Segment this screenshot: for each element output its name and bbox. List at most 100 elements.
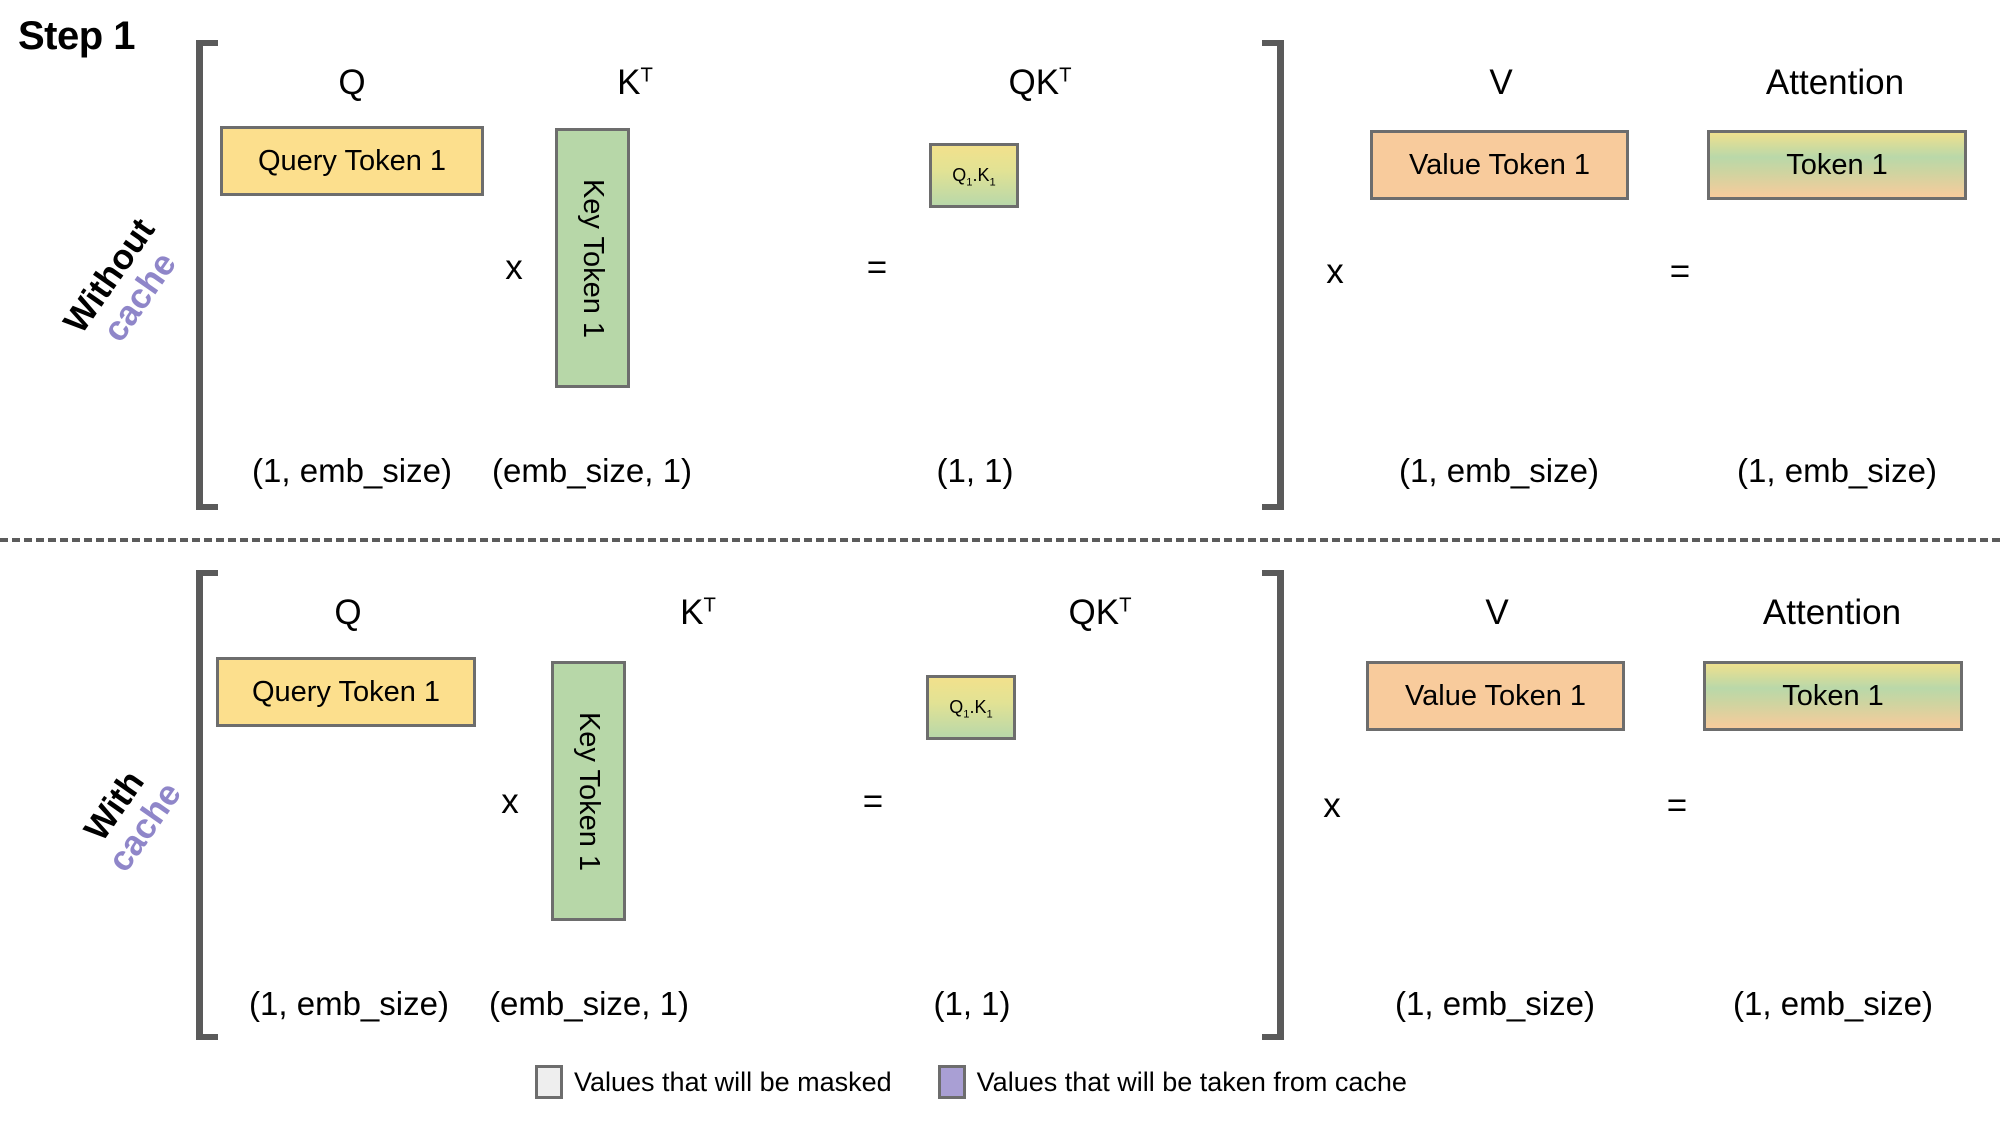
box-attention-token-label: Token 1 [1786, 148, 1888, 181]
bracket-left-row2 [196, 570, 218, 1040]
box-qk-row1[interactable]: Q1.K1 [929, 143, 1019, 208]
col-header-q-row1: Q [220, 63, 484, 103]
box-value-token-row2[interactable]: Value Token 1 [1366, 661, 1625, 731]
dim-q-row2: (1, emb_size) [212, 985, 486, 1023]
qk-sub2: 1 [989, 176, 996, 189]
col-header-kt-sup: T [640, 64, 653, 87]
row-label-without-cache: Without cache [40, 188, 209, 386]
dim-kt-text-2: (emb_size, 1) [489, 985, 689, 1022]
dim-q-text: (1, emb_size) [252, 452, 452, 489]
dim-attention-text: (1, emb_size) [1737, 452, 1937, 489]
box-attention-token-row2[interactable]: Token 1 [1703, 661, 1963, 731]
box-value-token-label-2: Value Token 1 [1404, 679, 1587, 712]
col-header-qkt-row2: QKT [1020, 593, 1180, 633]
page-title: Step 1 [18, 14, 136, 58]
qk-dot-2: . [969, 697, 975, 717]
qk-base2: K [977, 165, 990, 185]
col-header-v-row2: V [1366, 593, 1628, 633]
col-header-v-text-2: V [1485, 593, 1509, 632]
operator-equals-1-text-2: = [862, 782, 884, 821]
box-query-token-label: Query Token 1 [257, 144, 447, 177]
col-header-q-text-2: Q [334, 593, 362, 632]
bracket-left-row1 [196, 40, 218, 510]
dim-qkt-text-2: (1, 1) [933, 985, 1011, 1022]
operator-equals-2-row2: = [1652, 786, 1702, 826]
dim-v-row2: (1, emb_size) [1358, 985, 1632, 1023]
col-header-kt-row1: KT [565, 63, 705, 103]
legend-label-masked: Values that will be masked [574, 1066, 892, 1097]
box-value-token-label: Value Token 1 [1408, 148, 1591, 181]
qk-sub1: 1 [966, 176, 973, 189]
dim-attention-row2: (1, emb_size) [1696, 985, 1970, 1023]
box-query-token-row2[interactable]: Query Token 1 [216, 657, 476, 727]
operator-multiply-1-text-2: x [501, 782, 519, 821]
bracket-right-row1-outer [1262, 40, 1284, 510]
col-header-q-row2: Q [216, 593, 480, 633]
operator-equals-1-row2: = [848, 782, 898, 822]
legend-swatch-masked [535, 1065, 563, 1099]
operator-equals-2-row1: = [1655, 252, 1705, 292]
col-header-qkt-text: QK [1008, 63, 1060, 102]
col-header-qkt-text-2: QK [1068, 593, 1120, 632]
box-qk-label-2: Q1.K1 [949, 697, 993, 721]
operator-equals-2-text-2: = [1666, 786, 1688, 825]
box-attention-token-label-2: Token 1 [1782, 679, 1884, 712]
qk-sub2-2: 1 [986, 708, 993, 721]
dim-attention-text-2: (1, emb_size) [1733, 985, 1933, 1022]
box-value-token-row1[interactable]: Value Token 1 [1370, 130, 1629, 200]
col-header-kt-row2: KT [628, 593, 768, 633]
qk-base1: Q [952, 165, 967, 185]
qk-base2-2: K [974, 697, 987, 717]
operator-multiply-2-text: x [1326, 252, 1344, 291]
col-header-qkt-sup-2: T [1119, 594, 1132, 617]
box-key-token-label: Key Token 1 [577, 178, 610, 338]
operator-multiply-1-row1: x [489, 248, 539, 288]
dim-qkt-row2: (1, 1) [907, 985, 1037, 1023]
bracket-right-row2 [1262, 570, 1284, 1040]
legend-item-cache: Values that will be taken from cache [937, 1065, 1407, 1099]
dim-v-text: (1, emb_size) [1399, 452, 1599, 489]
dim-kt-row2: (emb_size, 1) [452, 985, 726, 1023]
dim-q-text-2: (1, emb_size) [249, 985, 449, 1022]
col-header-qkt-row1: QKT [960, 63, 1120, 103]
section-divider [0, 538, 2000, 542]
dim-qkt-row1: (1, 1) [910, 452, 1040, 490]
box-key-token-label-2: Key Token 1 [573, 711, 606, 871]
row-label-with-cache: With cache [48, 722, 211, 912]
dim-kt-text: (emb_size, 1) [492, 452, 692, 489]
box-key-token-row1[interactable]: Key Token 1 [555, 128, 630, 388]
col-header-kt-text-2: K [680, 593, 704, 632]
operator-multiply-1-text: x [505, 248, 523, 287]
qk-base1-2: Q [949, 697, 964, 717]
legend-item-masked: Values that will be masked [535, 1065, 892, 1099]
col-header-attention-row1: Attention [1700, 63, 1970, 103]
col-header-qkt-sup: T [1059, 64, 1072, 87]
operator-multiply-2-row1: x [1310, 252, 1360, 292]
dim-v-row1: (1, emb_size) [1362, 452, 1636, 490]
dim-qkt-text: (1, 1) [936, 452, 1014, 489]
legend-swatch-cache [937, 1065, 966, 1099]
dim-v-text-2: (1, emb_size) [1395, 985, 1595, 1022]
qk-dot: . [972, 165, 978, 185]
col-header-attention-text: Attention [1765, 63, 1905, 102]
dim-attention-row1: (1, emb_size) [1700, 452, 1974, 490]
box-attention-token-row1[interactable]: Token 1 [1707, 130, 1967, 200]
box-qk-row2[interactable]: Q1.K1 [926, 675, 1016, 740]
operator-equals-2-text: = [1669, 252, 1691, 291]
operator-multiply-2-text-2: x [1323, 786, 1341, 825]
qk-sub1-2: 1 [963, 708, 970, 721]
box-query-token-label-2: Query Token 1 [251, 675, 441, 708]
dim-q-row1: (1, emb_size) [215, 452, 489, 490]
col-header-kt-text: K [617, 63, 641, 102]
col-header-kt-sup-2: T [703, 594, 716, 617]
dim-kt-row1: (emb_size, 1) [455, 452, 729, 490]
box-key-token-row2[interactable]: Key Token 1 [551, 661, 626, 921]
box-query-token-row1[interactable]: Query Token 1 [220, 126, 484, 196]
operator-equals-1-text: = [866, 248, 888, 287]
col-header-v-row1: V [1370, 63, 1632, 103]
legend-label-cache: Values that will be taken from cache [976, 1066, 1407, 1097]
operator-multiply-1-row2: x [485, 782, 535, 822]
operator-equals-1-row1: = [852, 248, 902, 288]
legend: Values that will be masked Values that w… [535, 1065, 1407, 1099]
